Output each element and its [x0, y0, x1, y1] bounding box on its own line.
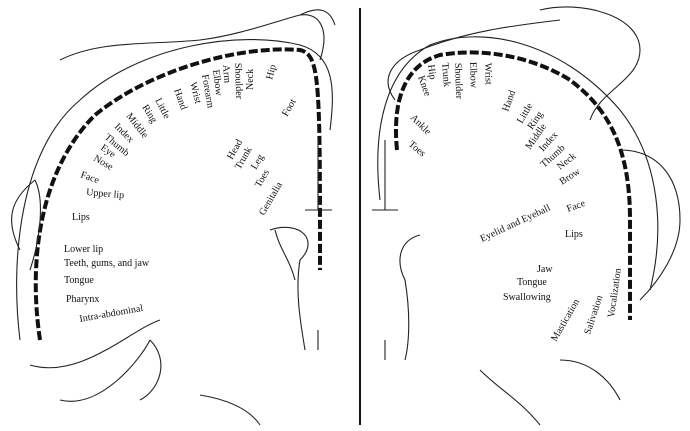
label-lower-lip: Lower lip [64, 244, 103, 255]
motor-midline [372, 140, 398, 360]
label-swallowing: Swallowing [503, 292, 551, 303]
sensory-brainstem [139, 339, 261, 426]
label-jaw: Jaw [537, 264, 553, 275]
label-vocalization: Vocalization [606, 268, 624, 319]
label-tongue: Tongue [64, 275, 94, 286]
sensory-ventricle [269, 226, 309, 351]
label-shoulder: Shoulder [452, 63, 464, 100]
label-hand: Hand [500, 89, 518, 113]
motor-figure-hand-head [539, 6, 681, 301]
label-arm: Arm [220, 64, 233, 83]
sensory-strip [33, 47, 322, 341]
label-face: Face [79, 169, 101, 186]
sensory-midline [305, 140, 332, 350]
label-face: Face [565, 198, 587, 215]
label-neck: Neck [245, 69, 256, 90]
label-mastication: Mastication [549, 297, 582, 343]
label-teeth-gums-jaw: Teeth, gums, and jaw [64, 258, 150, 269]
motor-figure-body [387, 19, 561, 101]
label-eyelid-eyeball: Eyelid and Eyeball [479, 203, 553, 245]
label-pharynx: Pharynx [66, 294, 99, 305]
label-lips: Lips [565, 229, 583, 240]
motor-cortex-panel: Toes Ankle Knee Hip Trunk Shoulder Elbow… [372, 6, 681, 426]
label-wrist: Wrist [482, 63, 494, 85]
label-tongue: Tongue [517, 277, 547, 288]
label-salivation: Salivation [582, 294, 605, 336]
sensory-figure-body [59, 9, 336, 61]
label-foot: Foot [280, 97, 299, 119]
sensory-cortex-outline [16, 38, 333, 341]
label-lips: Lips [72, 212, 90, 223]
motor-cortex-outline [377, 36, 659, 291]
motor-brainstem [479, 359, 621, 426]
label-ankle: Ankle [408, 112, 433, 137]
motor-strip [394, 50, 632, 320]
label-shoulder: Shoulder [232, 63, 244, 100]
motor-ventricle [399, 234, 421, 361]
label-elbow: Elbow [467, 62, 479, 89]
label-intra-abdominal: Intra-abdominal [79, 303, 145, 325]
label-elbow: Elbow [210, 69, 224, 97]
label-upper-lip: Upper lip [86, 187, 125, 201]
label-hip: Hip [425, 64, 438, 80]
label-trunk: Trunk [439, 62, 452, 87]
label-hand: Hand [171, 87, 189, 111]
label-hip: Hip [264, 63, 279, 80]
sensory-figure-face [11, 179, 161, 402]
sensory-cortex-panel: Pharynx Intra-abdominal Tongue Teeth, gu… [11, 9, 336, 426]
label-toes: Toes [406, 139, 428, 160]
